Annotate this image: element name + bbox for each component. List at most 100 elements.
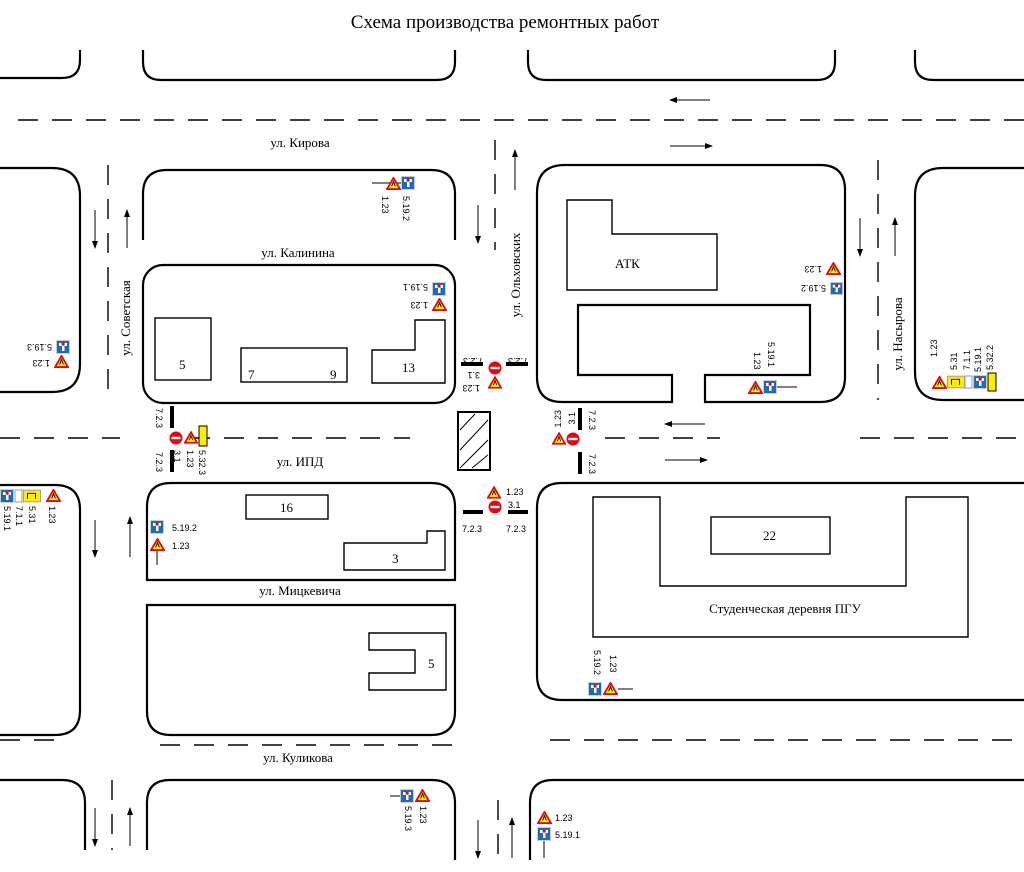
lane-sign-icon: [947, 375, 965, 389]
warning-sign-icon: [150, 538, 165, 551]
sign-label: 5.19.1: [555, 830, 580, 840]
curbs: [0, 50, 1024, 860]
sign-label: 1.23: [929, 339, 939, 357]
street-kalinina: ул. Калинина: [261, 245, 335, 260]
sign-label: 1.23: [380, 196, 390, 214]
barrier-icon: [170, 450, 174, 472]
building-22: 22: [763, 528, 776, 543]
building-9: 9: [330, 367, 337, 382]
sign-label: 5.19.1: [2, 506, 12, 531]
building-5: 5: [179, 357, 186, 372]
street-labels: ул. Кирова ул. Калинина ул. Советская ул…: [118, 135, 905, 765]
warning-sign-icon: [487, 486, 501, 499]
lane-markings: [0, 119, 1024, 860]
detour-sign-icon: [198, 425, 208, 447]
sign-label: 7.2.3: [154, 452, 164, 472]
dead-end-sign-icon: [400, 789, 414, 803]
building-16: 16: [280, 500, 294, 515]
dead-end-sign-icon: [56, 340, 70, 354]
no-entry-sign-icon: [488, 500, 502, 514]
sign-label: 5.19.3: [27, 342, 52, 352]
barrier-icon: [578, 452, 582, 474]
lane-sign-icon: [23, 489, 41, 503]
sign-label: 5.19.3: [403, 806, 413, 831]
barrier-icon: [506, 362, 528, 366]
sign-label: 1.23: [462, 383, 480, 393]
buildings: 5 7 9 13 АТК 16 3 22 Студенческая деревн…: [154, 199, 969, 691]
building-atk: АТК: [615, 256, 640, 271]
barrier-icon: [578, 408, 582, 430]
warning-sign-icon: [46, 489, 61, 502]
sign-label: 1.23: [752, 352, 762, 370]
sign-label: 3.1: [567, 412, 577, 425]
sign-label: 5.19.1: [766, 342, 776, 367]
barrier-icon: [461, 362, 483, 366]
sign-label: 3.1: [172, 450, 182, 463]
warning-sign-icon: [932, 376, 947, 389]
road-signs: 1.23 5.19.2 5.19.1 1.23 1.23 5.19.2 1.23…: [0, 176, 997, 858]
warning-sign-icon: [488, 376, 502, 389]
warning-sign-icon: [537, 811, 552, 824]
warning-sign-icon: [552, 432, 566, 445]
street-sovetskaya: ул. Советская: [118, 280, 133, 355]
sign-label: 7.2.3: [463, 356, 483, 366]
warning-sign-icon: [415, 789, 430, 802]
detour-sign-icon: [987, 372, 997, 392]
sign-label: 1.23: [804, 264, 822, 274]
sign-label: 3.1: [467, 370, 480, 380]
sign-label: 7.2.3: [508, 356, 528, 366]
sign-label: 1.23: [410, 300, 428, 310]
street-nasyrova: ул. Насырова: [890, 297, 905, 371]
street-kirova: ул. Кирова: [270, 135, 330, 150]
dead-end-sign-icon: [401, 176, 415, 190]
work-zone: [457, 411, 491, 471]
sign-label: 7.2.3: [154, 408, 164, 428]
sign-label: 7.2.3: [587, 410, 597, 430]
dead-end-sign-icon: [588, 682, 602, 696]
sign-label: 5.19.2: [592, 650, 602, 675]
student-village: Студенческая деревня ПГУ: [709, 601, 861, 616]
building-13: 13: [402, 360, 415, 375]
traffic-arrows: [92, 97, 898, 859]
street-ipd: ул. ИПД: [277, 454, 324, 469]
warning-sign-icon: [432, 298, 447, 311]
sign-label: 5.19.2: [401, 196, 411, 221]
building-5-south: 5: [428, 656, 435, 671]
sign-label: 5.31: [949, 352, 959, 370]
warning-sign-icon: [748, 381, 763, 394]
sign-label: 1.23: [506, 487, 524, 497]
sign-label: 5.19.1: [973, 347, 983, 372]
barrier-icon: [463, 510, 483, 514]
sign-label: 1.23: [32, 358, 50, 368]
street-kulikova: ул. Куликова: [263, 750, 333, 765]
sign-label: 1.23: [608, 655, 618, 673]
street-mitskevicha: ул. Мицкевича: [259, 583, 341, 598]
sign-label: 1.23: [47, 506, 57, 524]
sign-label: 1.23: [555, 813, 573, 823]
sign-label: 7.1.1: [14, 506, 24, 526]
sign-label: 7.2.3: [506, 524, 526, 534]
warning-sign-icon: [54, 355, 69, 368]
sign-label: 7.2.3: [587, 454, 597, 474]
sign-label: 5.19.2: [172, 523, 197, 533]
dead-end-sign-icon: [763, 380, 777, 394]
sign-label: 7.2.3: [462, 524, 482, 534]
dead-end-sign-icon: [432, 282, 446, 296]
sign-label: 1.23: [418, 806, 428, 824]
dead-end-sign-icon: [973, 375, 987, 389]
sign-label: 3.1: [508, 500, 521, 510]
no-entry-sign-icon: [488, 361, 502, 375]
dead-end-sign-icon: [150, 520, 164, 534]
sign-label: 5.32.3: [197, 450, 207, 475]
barrier-icon: [170, 406, 174, 428]
building-3: 3: [392, 551, 399, 566]
dead-end-sign-icon: [0, 489, 14, 503]
barrier-icon: [508, 510, 528, 514]
sign-label: 5.19.1: [403, 282, 428, 292]
dead-end-sign-icon: [537, 827, 551, 841]
no-entry-sign-icon: [169, 431, 183, 445]
building-7: 7: [248, 367, 255, 382]
warning-sign-icon: [826, 262, 841, 275]
